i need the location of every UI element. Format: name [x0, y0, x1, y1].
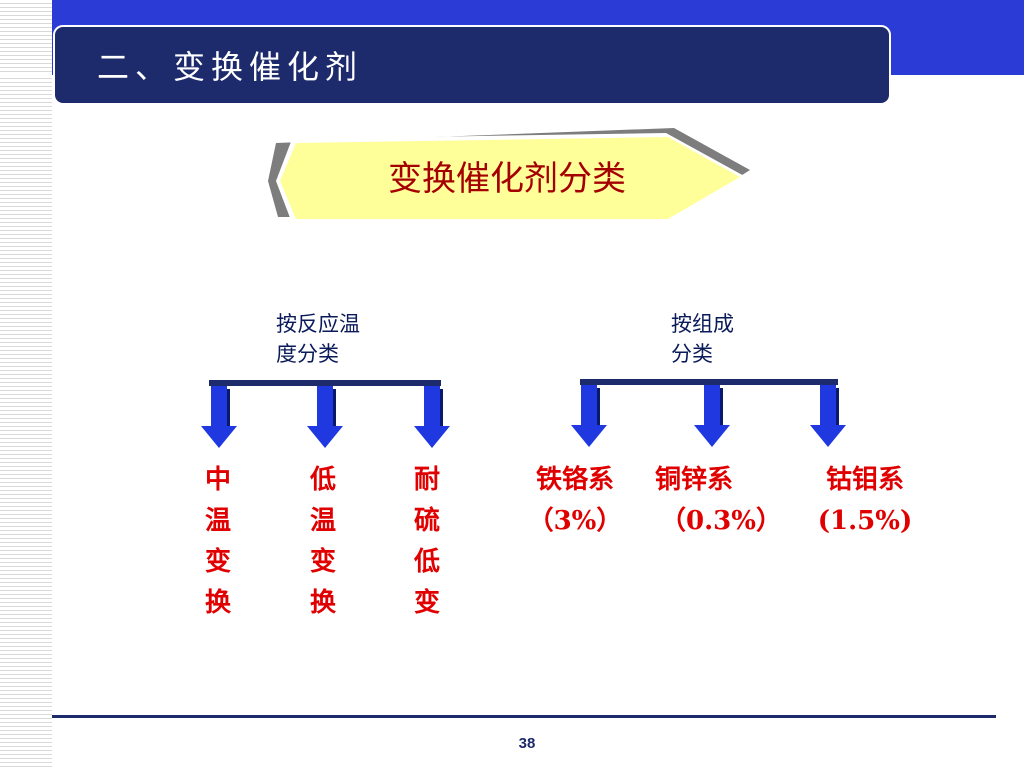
char: 硫: [413, 506, 440, 536]
char: 低: [309, 465, 336, 495]
item-detail: （3%）: [527, 506, 623, 536]
temperature-item-medium: 中 温 变 换: [204, 460, 232, 624]
char: 温: [309, 506, 336, 536]
item-detail: （0.3%）: [660, 506, 782, 536]
char: 温: [204, 506, 231, 536]
arrow-down-icon: [201, 386, 237, 448]
temperature-label-line2: 度分类: [276, 342, 339, 366]
item-name: 铁铬系: [535, 465, 614, 495]
composition-label-line2: 分类: [671, 342, 713, 366]
page-number: 38: [518, 735, 536, 752]
char: 换: [204, 588, 231, 618]
composition-label-line1: 按组成: [671, 312, 734, 336]
composition-item-cobalt-molybdenum: 钴钼系 (1.5%): [810, 460, 920, 542]
arrow-down-icon: [571, 385, 607, 447]
char: 变: [204, 547, 231, 577]
composition-item-iron-chromium: 铁铬系 （3%）: [520, 460, 630, 542]
left-stripe-decoration: [0, 75, 52, 768]
slide-title: 二、变换催化剂: [97, 48, 364, 86]
arrow-down-icon: [414, 386, 450, 448]
temperature-item-sulfur-resistant: 耐 硫 低 变: [413, 460, 441, 624]
composition-item-copper-zinc: 铜锌系 （0.3%）: [651, 460, 791, 542]
char: 中: [204, 465, 231, 495]
arrow-down-icon: [694, 385, 730, 447]
temperature-item-low: 低 温 变 换: [309, 460, 337, 624]
char: 变: [413, 588, 440, 618]
arrow-down-icon: [810, 385, 846, 447]
char: 变: [309, 547, 336, 577]
char: 换: [309, 588, 336, 618]
char: 低: [413, 547, 440, 577]
composition-branch-label: 按组成 分类: [671, 309, 734, 369]
title-bar: 二、变换催化剂: [53, 25, 891, 105]
top-stripe-decoration: [0, 0, 52, 75]
banner-title: 变换催化剂分类: [388, 159, 626, 199]
item-name: 铜锌系: [655, 465, 734, 495]
temperature-branch-bar: [209, 380, 441, 386]
banner-shape: [268, 128, 750, 223]
item-name: 钴钼系: [825, 465, 904, 495]
arrow-down-icon: [307, 386, 343, 448]
temperature-label-line1: 按反应温: [276, 312, 360, 336]
temperature-branch-label: 按反应温 度分类: [276, 309, 360, 369]
composition-branch-bar: [580, 379, 838, 385]
classification-banner: 变换催化剂分类: [262, 125, 752, 225]
footer-divider: [52, 715, 996, 718]
char: 耐: [413, 465, 440, 495]
item-detail: (1.5%): [817, 506, 913, 536]
